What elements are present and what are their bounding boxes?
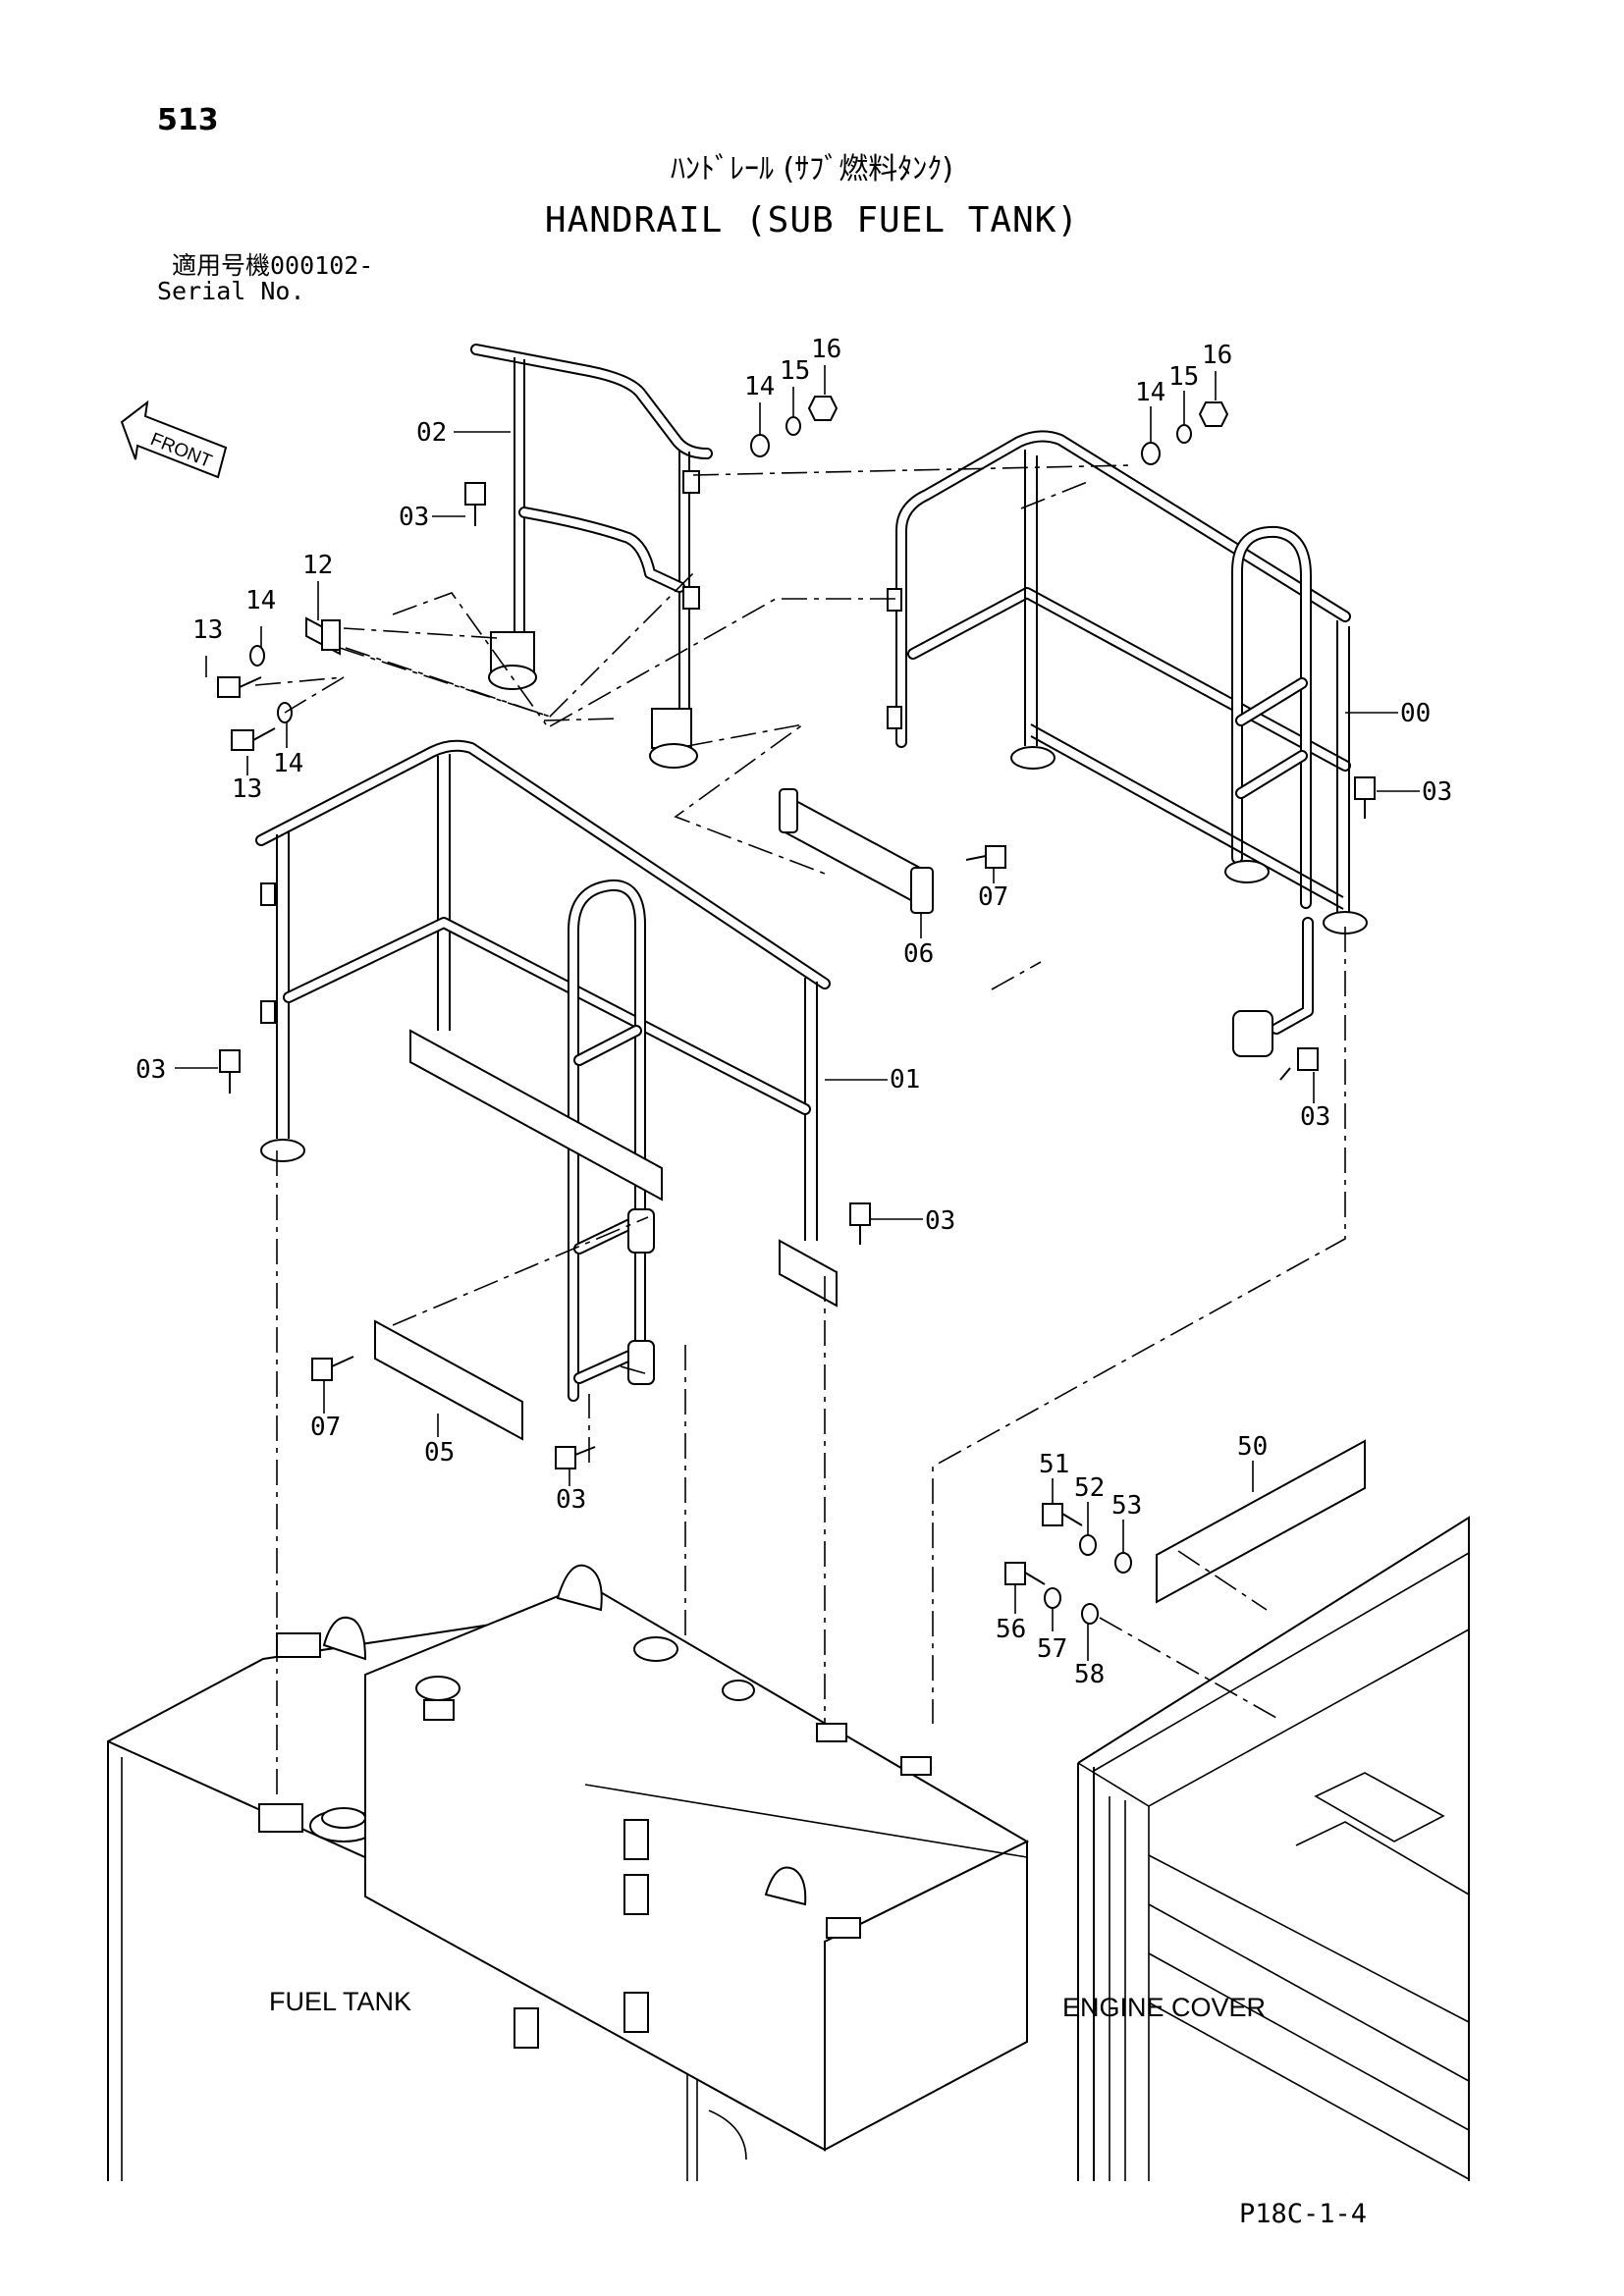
callout-03: 03 (1300, 1102, 1330, 1132)
leader-lines (175, 365, 1420, 1661)
bracket-06 (779, 788, 934, 914)
callout-56: 56 (996, 1615, 1026, 1644)
callout-16: 16 (811, 335, 841, 364)
callout-15: 15 (780, 356, 810, 386)
bolt-icon (217, 482, 1376, 1585)
handrail-01 (255, 739, 838, 1402)
bracket-12 (305, 616, 341, 656)
callout-12: 12 (302, 551, 333, 580)
callout-03: 03 (1422, 777, 1452, 807)
label-fuel-tank: FUEL TANK (269, 1987, 411, 2016)
label-engine-cover: ENGINE COVER (1062, 1993, 1266, 2022)
callout-03: 03 (925, 1206, 955, 1236)
callout-05: 05 (424, 1438, 455, 1468)
callout-58: 58 (1074, 1660, 1105, 1689)
part-callouts: 00 01 02 03 03 03 03 03 03 05 06 07 07 1… (135, 335, 1452, 1689)
callout-14: 14 (744, 372, 775, 401)
plate-50 (1156, 1439, 1366, 1604)
page-title-japanese: ﾊﾝﾄﾞﾚｰﾙ (ｻﾌﾞ燃料ﾀﾝｸ) (671, 152, 953, 187)
front-arrow-icon: FRONT (120, 400, 228, 479)
handrail-02 (470, 344, 713, 769)
callout-06: 06 (903, 939, 934, 969)
callout-03: 03 (135, 1055, 166, 1085)
page-number: 513 (157, 103, 219, 137)
figure-code: P18C-1-4 (1239, 2199, 1368, 2229)
callout-14: 14 (245, 586, 276, 615)
plate-05 (374, 1319, 523, 1441)
callout-50: 50 (1237, 1432, 1268, 1462)
page-title: HANDRAIL (SUB FUEL TANK) (544, 200, 1080, 240)
callout-07: 07 (310, 1413, 341, 1442)
callout-13: 13 (232, 774, 262, 804)
callout-03: 03 (399, 503, 429, 532)
assembly-guide-lines (254, 464, 1346, 1908)
callout-13: 13 (192, 615, 223, 645)
serial-label: Serial No. (157, 277, 305, 305)
callout-02: 02 (416, 418, 447, 448)
engine-cover (1077, 1516, 1470, 2181)
handrail-00 (887, 430, 1368, 1057)
callout-14: 14 (1135, 378, 1165, 407)
callout-00: 00 (1400, 699, 1431, 728)
sub-fuel-tank (364, 1564, 1030, 2152)
callout-15: 15 (1168, 362, 1199, 392)
serial-number-value: 000102- (270, 251, 374, 280)
callout-01: 01 (890, 1065, 920, 1095)
washer-icon (249, 396, 1229, 1625)
callout-57: 57 (1037, 1634, 1067, 1664)
serial-label-japanese: 適用号機 (172, 251, 271, 280)
callout-03: 03 (556, 1485, 586, 1515)
callout-51: 51 (1039, 1450, 1069, 1479)
callout-52: 52 (1074, 1473, 1105, 1503)
callout-53: 53 (1111, 1491, 1142, 1521)
callout-16: 16 (1202, 341, 1232, 370)
callout-07: 07 (978, 882, 1008, 912)
callout-14: 14 (273, 749, 303, 778)
